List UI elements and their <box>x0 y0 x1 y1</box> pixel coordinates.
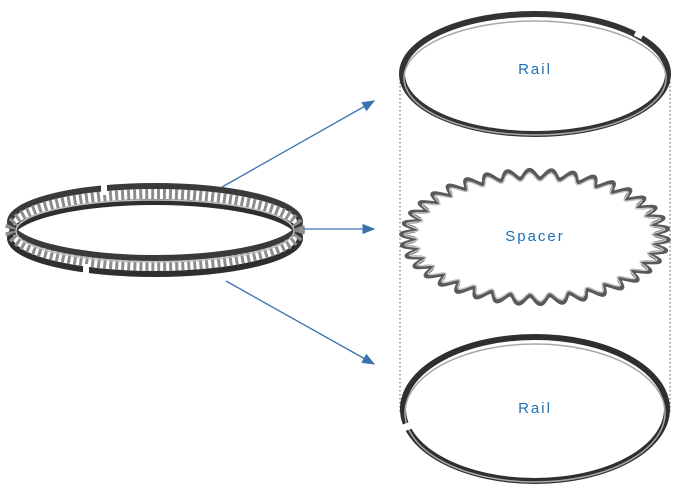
top-rail-ring <box>399 11 671 137</box>
rail-top-label: Rail <box>518 61 552 78</box>
spacer-ring <box>399 167 671 307</box>
spacer-label: Spacer <box>505 228 565 245</box>
arrow-to-bottom-rail <box>225 280 376 365</box>
bottom-rail-ring <box>400 334 670 484</box>
arrow-to-top-rail <box>221 100 376 188</box>
rail-bottom-label: Rail <box>518 400 552 417</box>
assembled-oil-ring <box>5 181 305 278</box>
